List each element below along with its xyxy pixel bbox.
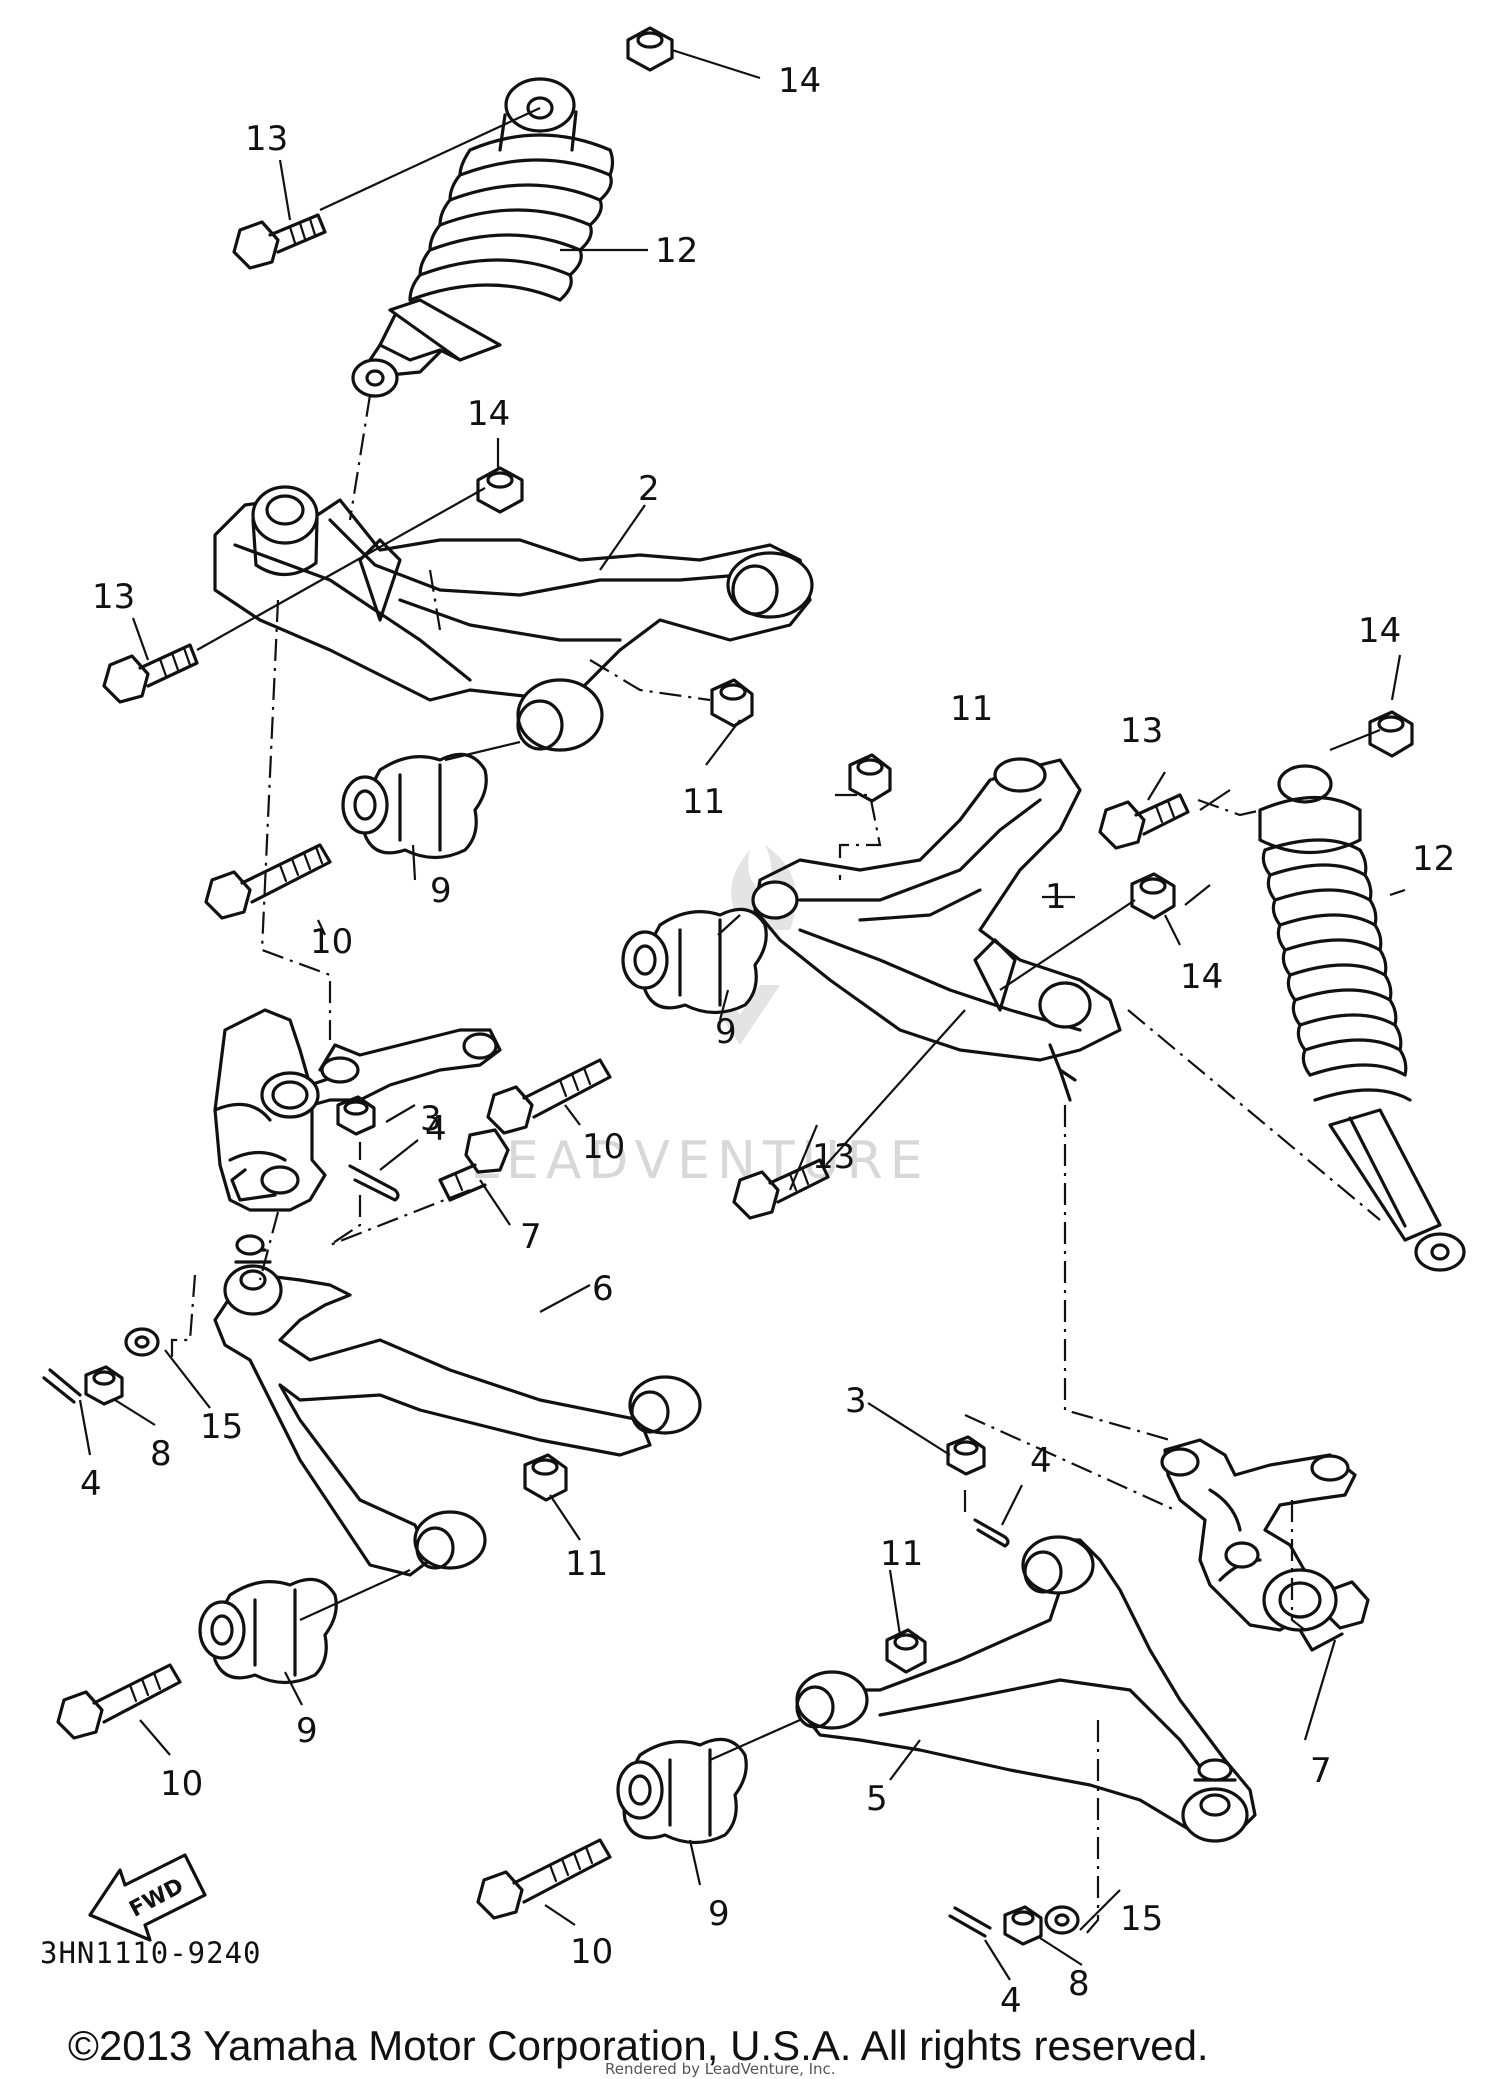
shock-absorber-left — [351, 77, 615, 398]
callout-13: 13 — [1120, 711, 1163, 751]
bolt-10-lower-left — [56, 1663, 182, 1740]
callout-7: 7 — [520, 1217, 542, 1257]
callout-14: 14 — [467, 394, 510, 434]
lower-arm-left — [213, 1234, 702, 1577]
callout-9: 9 — [430, 871, 452, 911]
shock-absorber-right — [1258, 764, 1466, 1272]
nut-14-upper-arm — [476, 466, 524, 514]
watermark-text: LEADVENTURE — [470, 1131, 930, 1191]
cotter-pin-4-c — [973, 1518, 1010, 1548]
callout-5: 5 — [866, 1779, 888, 1819]
nut-11-lower-left — [523, 1453, 568, 1502]
cotter-pin-4-b — [42, 1368, 82, 1404]
cotter-pin-4-d — [948, 1906, 992, 1938]
fwd-arrow-icon: FWD — [88, 1853, 207, 1942]
callout-1: 1 — [1045, 877, 1067, 917]
callout-11: 11 — [565, 1544, 608, 1584]
callout-10: 10 — [570, 1932, 613, 1972]
rendered-by-note: Rendered by LeadVenture, Inc. — [605, 2060, 836, 2078]
nut-8-right — [1003, 1905, 1043, 1946]
connector-lines — [196, 107, 1381, 1762]
callout-8: 8 — [1068, 1964, 1090, 2004]
callout-11: 11 — [880, 1534, 923, 1574]
knuckle-right — [1160, 1438, 1357, 1632]
nut-14-upper-arm-right — [1130, 872, 1176, 920]
callout-14: 14 — [1180, 957, 1223, 997]
callout-15: 15 — [200, 1407, 243, 1447]
callout-7: 7 — [1310, 1751, 1332, 1791]
nut-3-right — [946, 1435, 986, 1476]
callout-10: 10 — [160, 1764, 203, 1804]
callout-4: 4 — [425, 1109, 447, 1149]
callout-8: 8 — [150, 1434, 172, 1474]
callout-labels: 14 13 12 14 2 13 11 9 10 11 13 14 12 1 1… — [80, 61, 1455, 2021]
callout-3: 3 — [845, 1381, 867, 1421]
callout-13: 13 — [92, 577, 135, 617]
callout-12: 12 — [655, 231, 698, 271]
copyright-notice: ©2013 Yamaha Motor Corporation, U.S.A. A… — [68, 2022, 1209, 2069]
callout-9: 9 — [708, 1894, 730, 1934]
knuckle-left — [213, 1008, 502, 1212]
upper-arm-right — [751, 757, 1122, 1102]
nut-8-left — [84, 1365, 124, 1406]
nut-14-right-shock — [1368, 710, 1414, 758]
bushing-lower-left — [198, 1577, 338, 1685]
bushing-upper-right — [621, 907, 768, 1015]
washer-15-right — [1044, 1905, 1080, 1935]
callout-9: 9 — [715, 1012, 737, 1052]
callout-11: 11 — [950, 689, 993, 729]
upper-arm-left — [213, 485, 814, 752]
callout-4: 4 — [1000, 1981, 1022, 2021]
bolt-13-upper-arm — [102, 643, 199, 704]
callout-2: 2 — [638, 469, 660, 509]
bushing-upper-left — [341, 752, 488, 860]
nut-11-upper-left — [710, 678, 754, 728]
nut-11-lower-right — [885, 1628, 927, 1674]
bolt-7-left — [438, 1128, 510, 1202]
assembly-lines — [170, 394, 1381, 1936]
callout-10: 10 — [310, 922, 353, 962]
part-code: 3HN1110-9240 — [40, 1936, 262, 1970]
callout-4: 4 — [1030, 1441, 1052, 1481]
leader-lines — [78, 48, 1406, 1981]
callout-11: 11 — [682, 782, 725, 822]
callout-10: 10 — [582, 1127, 625, 1167]
callout-15: 15 — [1120, 1899, 1163, 1939]
nut-11-upper-right — [848, 753, 892, 803]
callout-13: 13 — [245, 119, 288, 159]
cotter-pin-4-a — [348, 1164, 400, 1202]
leadventure-watermark: LEADVENTURE — [470, 845, 930, 1191]
bolt-10-upper-left — [204, 843, 332, 920]
bolt-13-mid — [732, 1158, 830, 1220]
bolt-10-lower-right — [476, 1838, 612, 1920]
callout-9: 9 — [296, 1711, 318, 1751]
callout-14: 14 — [1358, 611, 1401, 651]
lower-arm-right — [795, 1535, 1257, 1843]
bolt-13-upper-arm-right — [1098, 793, 1190, 850]
callout-6: 6 — [592, 1269, 614, 1309]
bolt-10-upper-right — [486, 1058, 612, 1135]
nut-14-top — [626, 26, 674, 72]
callout-14: 14 — [778, 61, 821, 101]
nut-3-left — [336, 1095, 376, 1136]
callout-3: 3 — [420, 1099, 442, 1139]
bushing-lower-right — [616, 1737, 748, 1845]
callout-13: 13 — [812, 1137, 855, 1177]
callout-4: 4 — [80, 1464, 102, 1504]
bolt-13-top — [232, 213, 327, 270]
callout-12: 12 — [1412, 839, 1455, 879]
washer-15-left — [124, 1327, 160, 1357]
